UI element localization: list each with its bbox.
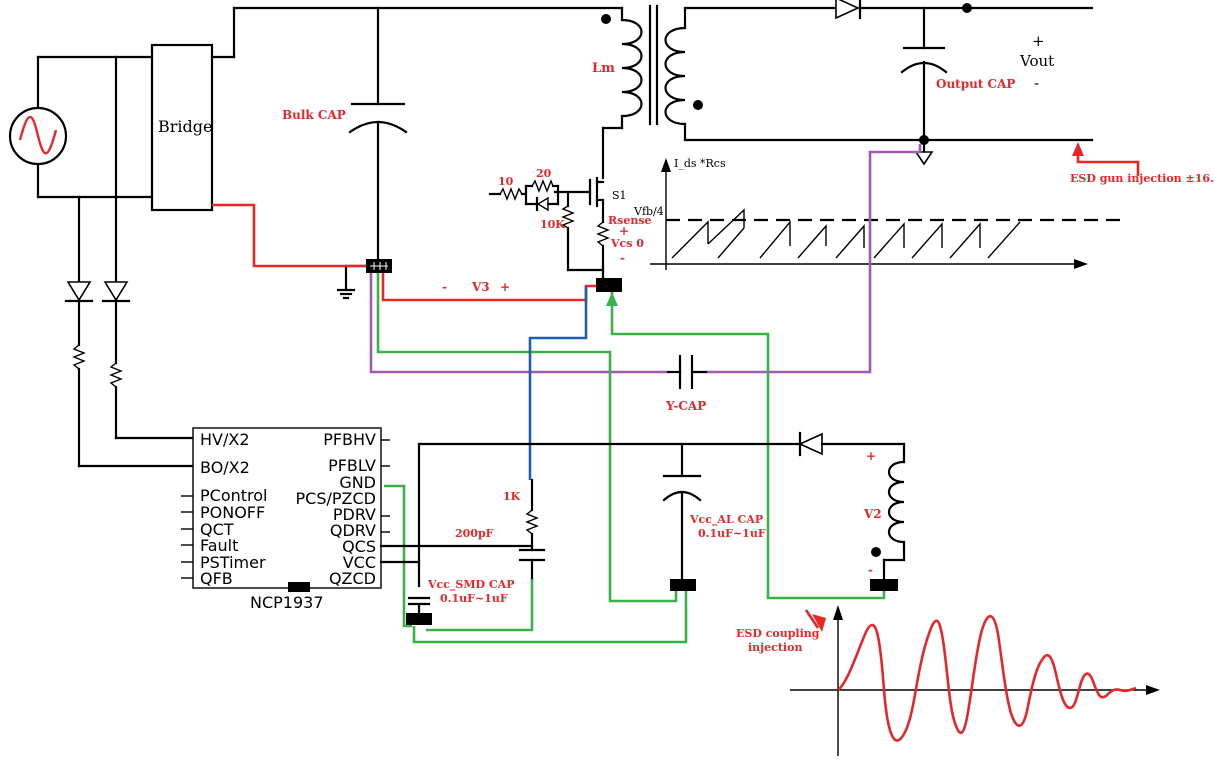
y-cap: Y-CAP: [665, 354, 708, 413]
vcc-al-cap-label: Vcc_AL CAP: [689, 513, 763, 527]
ncp1937-ic: HV/X2 BO/X2 PControl PONOFF QCT Fault PS…: [181, 427, 390, 612]
pin-pcontrol: PControl: [200, 486, 267, 505]
green-path-esd: [610, 292, 886, 600]
esd-coupling-label-1: ESD coupling: [736, 627, 820, 640]
green-path-gnd: [384, 484, 412, 628]
input-wiring: [36, 55, 154, 284]
vout-minus: -: [1034, 74, 1039, 92]
purple-path-right: [706, 144, 922, 374]
pin-qcs: QCS: [342, 537, 376, 556]
v3-label: V3: [471, 280, 490, 294]
rsense-minus: -: [620, 251, 625, 265]
green-path-qcs: [426, 578, 534, 632]
blue-path-sense: [528, 286, 588, 480]
ids-rcs-label: I_ds *Rcs: [674, 157, 726, 170]
vout-plus: +: [1032, 32, 1045, 50]
pin-ponoff: PONOFF: [200, 503, 265, 522]
v3-plus: +: [500, 280, 510, 294]
r10k-label: 10K: [540, 218, 565, 231]
esd-gun-arrow: ESD gun injection ±16.5KV: [1070, 142, 1215, 185]
bulk-cap-label: Bulk CAP: [282, 108, 346, 122]
pin-hv-x2: HV/X2: [200, 430, 250, 449]
s1-label: S1: [612, 189, 627, 202]
ac-source: [8, 55, 68, 199]
lm-label: Lm: [592, 61, 615, 76]
ground-symbol-1: [336, 288, 356, 300]
pin-fault: Fault: [200, 536, 238, 555]
pin-qdrv: QDRV: [330, 521, 376, 540]
purple-path-left: [369, 273, 668, 374]
v2-minus: -: [868, 563, 873, 577]
rsense-label: Rsense: [608, 214, 652, 227]
vcc-al-cap-value: 0.1uF~1uF: [698, 527, 766, 540]
v2-label: V2: [863, 507, 882, 521]
pin-pfblv: PFBLV: [328, 456, 376, 475]
bridge-rectifier: Bridge: [150, 43, 214, 212]
v2-plus: +: [866, 449, 876, 463]
bridge-label: Bridge: [158, 117, 212, 136]
vcc-rail: + V2 -: [379, 431, 906, 588]
c200pf-label: 200pF: [455, 527, 494, 540]
output-stage: Output CAP + Vout -: [683, 0, 1094, 166]
red-path-bridge: [212, 203, 366, 268]
hv-diodes: [64, 281, 195, 468]
ycap-label: Y-CAP: [665, 399, 706, 413]
gate-resistors: 10 20: [488, 167, 560, 212]
green-path-bulk: [376, 273, 678, 603]
esd-coupling-waveform: ESD coupling injection: [736, 605, 1160, 756]
pin-qfb: QFB: [200, 569, 233, 588]
rsense: Rsense + Vcs 0 -: [596, 214, 652, 280]
vcc-al-cap: Vcc_AL CAP 0.1uF~1uF: [662, 442, 766, 582]
esd-gun-label: ESD gun injection ±16.5KV: [1070, 172, 1215, 185]
v3-minus: -: [442, 280, 447, 294]
pin-bo-x2: BO/X2: [200, 458, 250, 477]
green-path-vcc: [412, 590, 688, 644]
pin-gnd: GND: [339, 473, 376, 492]
vcc-smd-cap-label: Vcc_SMD CAP: [427, 578, 514, 592]
vcc-smd-cap-value: 0.1uF~1uF: [440, 592, 508, 605]
pin-pdrv: PDRV: [333, 505, 376, 524]
vcs0-label: Vcs 0: [610, 237, 644, 250]
pin-pcs-pzcd: PCS/PZCD: [296, 489, 376, 508]
pin-pfbhv: PFBHV: [323, 430, 376, 449]
ic-name: NCP1937: [250, 593, 324, 612]
mosfet-s1: S1 10K: [540, 176, 627, 272]
esd-coupling-label-2: injection: [748, 641, 802, 654]
vcc-smd-cap: Vcc_SMD CAP 0.1uF~1uF: [407, 578, 514, 616]
pin-qct: QCT: [200, 520, 234, 539]
r10-label: 10: [498, 175, 514, 188]
transformer: Lm: [592, 4, 703, 180]
pin-qzcd: QZCD: [329, 569, 376, 588]
pin-pstimer: PSTimer: [200, 553, 266, 572]
vcc-smd-pad: [406, 613, 432, 625]
pin-vcc: VCC: [343, 553, 376, 572]
vout-label: Vout: [1019, 52, 1054, 70]
r20-label: 20: [536, 167, 552, 180]
rsense-plus: +: [619, 224, 629, 238]
bulk-cap: Bulk CAP: [282, 6, 408, 264]
vfb4-label: Vfb/4: [633, 205, 664, 218]
v2-pad: [870, 579, 898, 591]
output-cap-label: Output CAP: [936, 77, 1015, 91]
ids-waveform: I_ds *Rcs Vfb/4: [633, 157, 1120, 270]
vcc-al-pad: [670, 579, 696, 591]
r1k-label: 1K: [503, 490, 521, 503]
qcs-filter: 1K 200pF: [379, 478, 546, 580]
source-pad: [596, 278, 622, 292]
